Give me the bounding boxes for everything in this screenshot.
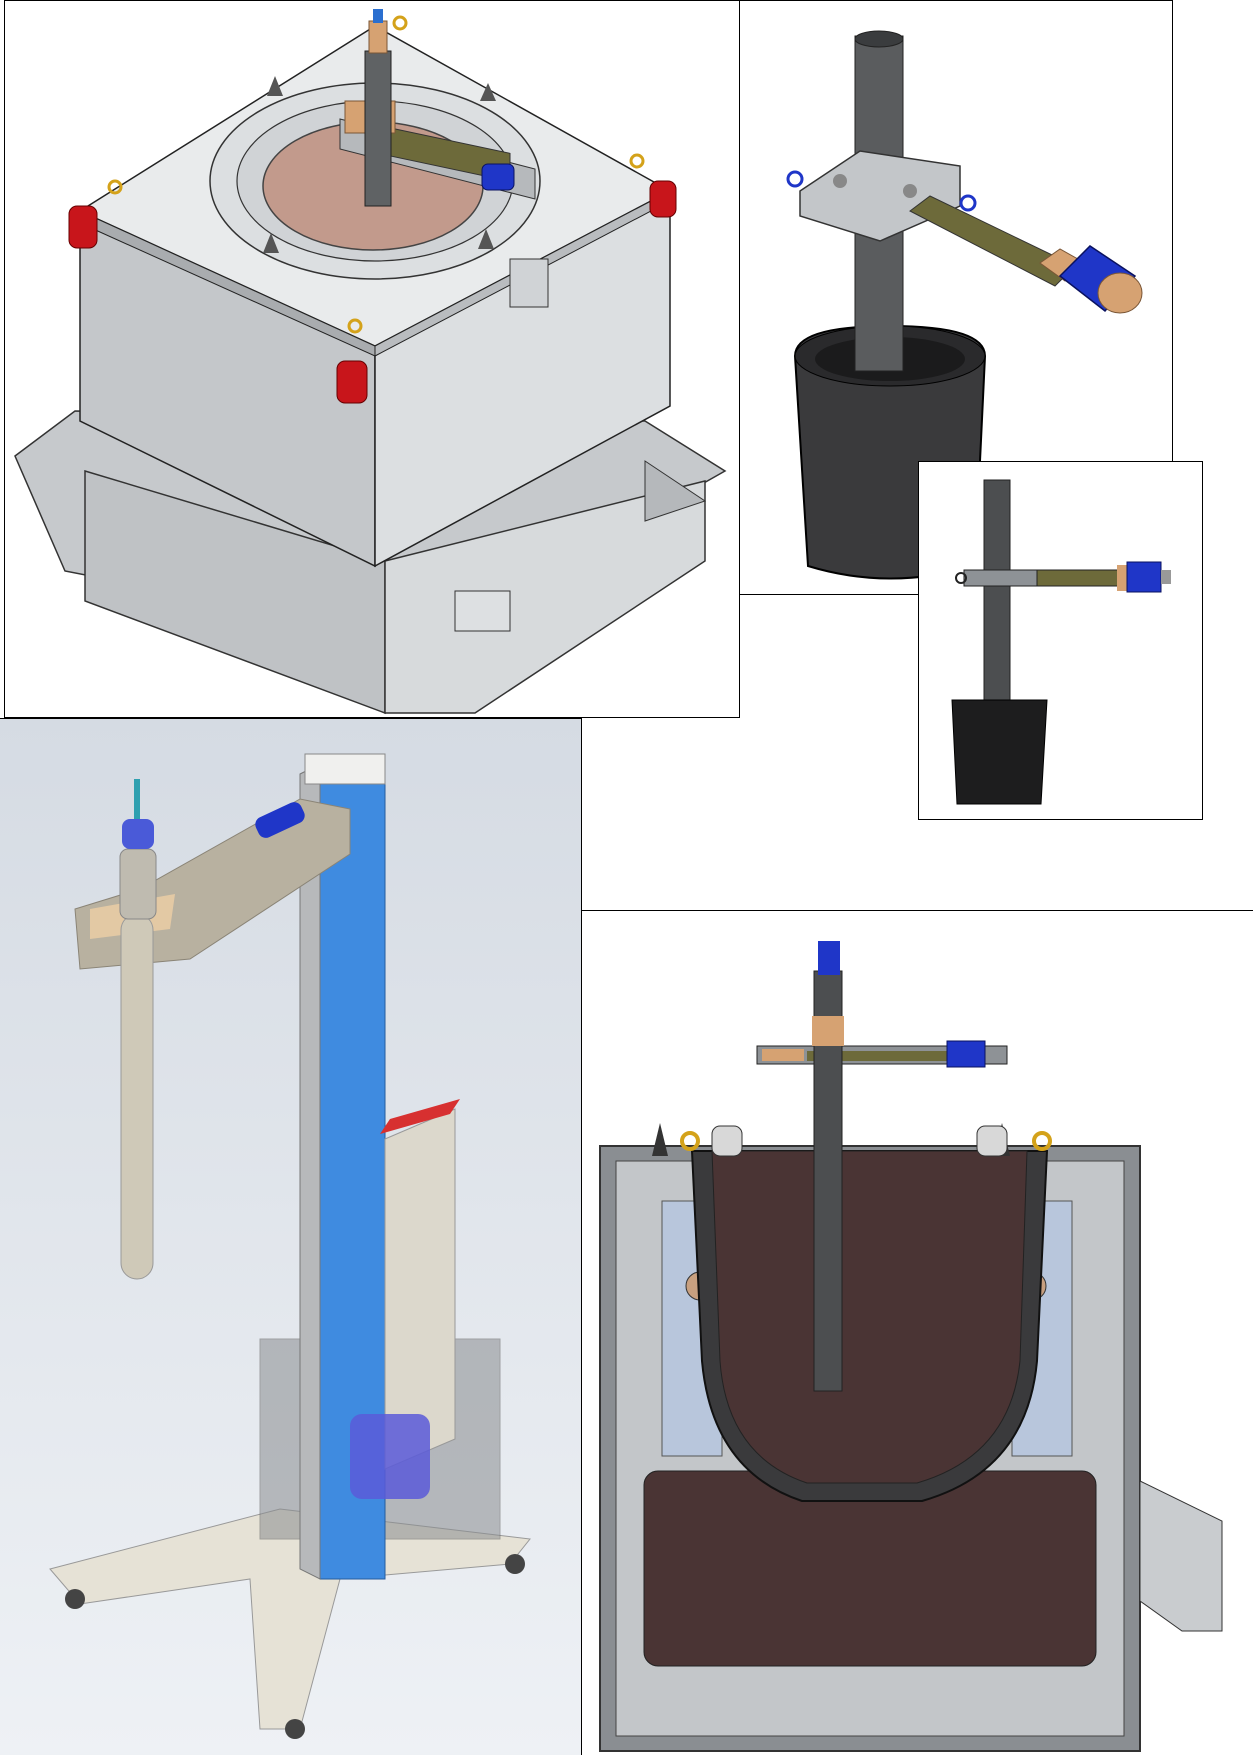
furnace-section-panel (582, 910, 1253, 1755)
lifting-stand-render (0, 719, 581, 1755)
lifting-stand-panel (0, 718, 582, 1755)
furnace-isometric-render (14, 9, 727, 715)
crucible-clamp-side-render (951, 479, 1171, 805)
furnace-isometric-panel (4, 0, 740, 718)
crucible-clamp-render (786, 30, 1143, 580)
furnace-cross-section (599, 941, 1223, 1752)
crucible-clamp-side-panel (918, 461, 1203, 820)
